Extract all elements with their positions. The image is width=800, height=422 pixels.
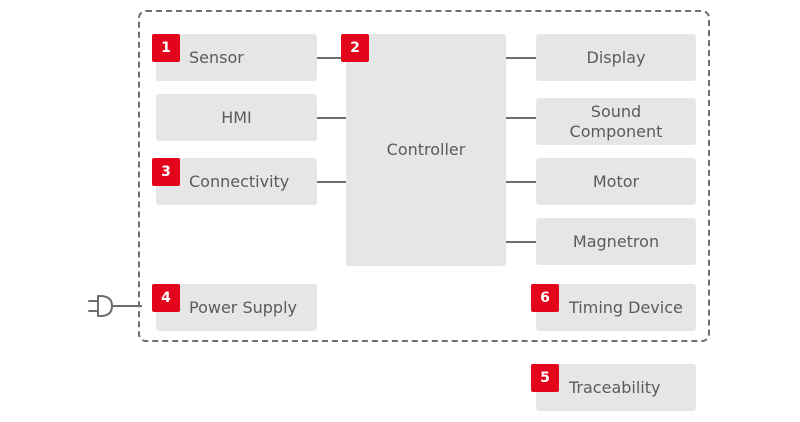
display-label: Display [586,47,646,67]
motor-label: Motor [592,171,640,191]
traceability-label: Traceability [569,377,661,397]
traceability-box: Traceability [536,364,696,411]
power-plug-icon [88,295,142,317]
badge-traceability: 5 [531,364,559,392]
badge-controller: 2 [341,34,369,62]
badge-timing-device: 6 [531,284,559,312]
power-supply-label: Power Supply [189,297,297,317]
connector-connectivity-controller [317,181,346,183]
system-boundary [138,10,710,342]
sound-component-label: Sound Component [569,101,663,141]
motor-box: Motor [536,158,696,205]
sensor-box: Sensor [156,34,317,81]
timing-device-box: Timing Device [536,284,696,331]
magnetron-label: Magnetron [572,231,660,251]
hmi-label: HMI [221,107,252,127]
connector-hmi-controller [317,117,346,119]
controller-box: Controller [346,34,506,266]
sound-component-box: Sound Component [536,98,696,145]
hmi-box: HMI [156,94,317,141]
connectivity-box: Connectivity [156,158,317,205]
badge-sensor: 1 [152,34,180,62]
connector-controller-sound [506,117,536,119]
controller-label: Controller [386,140,466,159]
sensor-label: Sensor [189,47,244,67]
connector-sensor-controller [317,57,346,59]
connector-controller-display [506,57,536,59]
timing-device-label: Timing Device [569,297,683,317]
connectivity-label: Connectivity [189,171,290,191]
connector-controller-magnetron [506,241,536,243]
connector-controller-motor [506,181,536,183]
magnetron-box: Magnetron [536,218,696,265]
power-supply-box: Power Supply [156,284,317,331]
badge-power-supply: 4 [152,284,180,312]
badge-connectivity: 3 [152,158,180,186]
display-box: Display [536,34,696,81]
